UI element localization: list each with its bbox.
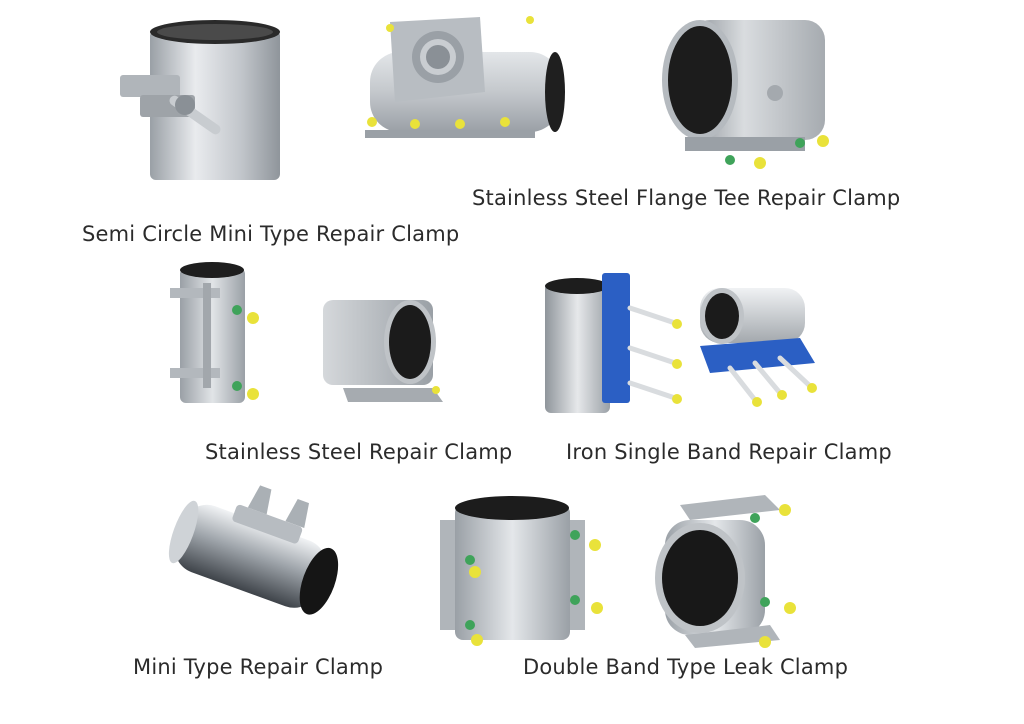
mini-type-clamp-image bbox=[165, 478, 345, 623]
double-band-leak-clamp-image bbox=[435, 490, 815, 650]
caption-semi-circle-mini-clamp: Semi Circle Mini Type Repair Clamp bbox=[82, 222, 460, 246]
stainless-repair-clamp-band-image bbox=[165, 258, 265, 408]
caption-iron-single-band-clamp: Iron Single Band Repair Clamp bbox=[566, 440, 892, 464]
flange-tee-clamp-image bbox=[360, 12, 570, 157]
caption-stainless-repair-clamp: Stainless Steel Repair Clamp bbox=[205, 440, 513, 464]
stainless-repair-clamp-large-image bbox=[655, 15, 835, 170]
stainless-repair-clamp-cylinder-image bbox=[318, 290, 448, 410]
caption-mini-type-clamp: Mini Type Repair Clamp bbox=[133, 655, 384, 679]
caption-flange-tee-clamp: Stainless Steel Flange Tee Repair Clamp bbox=[472, 186, 901, 210]
semi-circle-mini-clamp-image bbox=[110, 10, 290, 190]
caption-double-band-leak-clamp: Double Band Type Leak Clamp bbox=[523, 655, 849, 679]
iron-single-band-clamp-image bbox=[540, 268, 840, 418]
